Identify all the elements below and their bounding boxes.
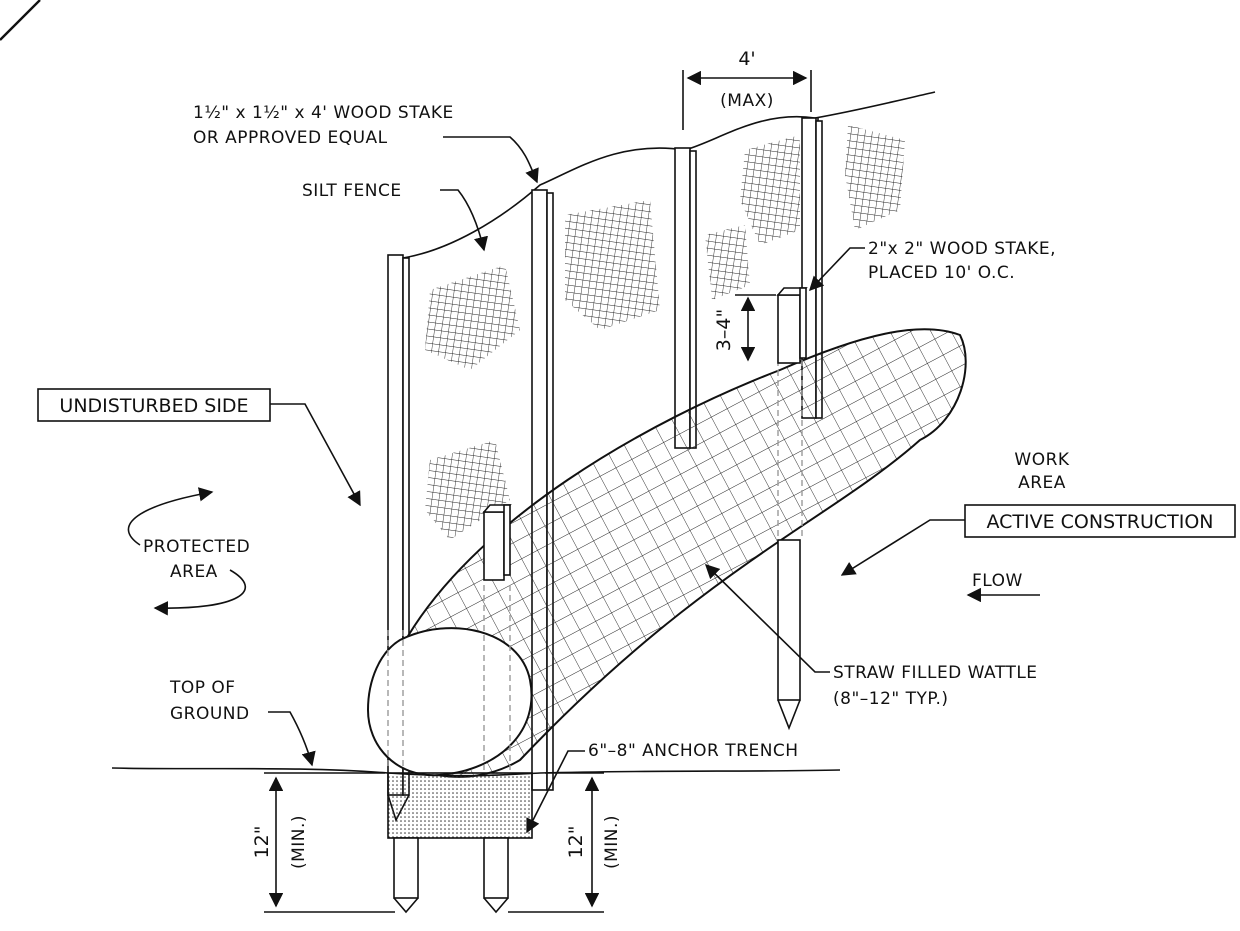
buried-stake <box>393 837 419 914</box>
tall-wood-stake <box>674 147 697 449</box>
active-construction-arrow <box>840 519 965 576</box>
silt-fence-label: SILT FENCE <box>302 181 402 201</box>
top-of-ground-leader <box>268 711 316 767</box>
wattle-label-line2: (8"–12" TYP.) <box>833 689 949 709</box>
silt-fence-mesh-patch <box>425 265 520 370</box>
protected-area-label-line1: PROTECTED <box>143 537 250 557</box>
tall-wood-stake-lower <box>777 539 801 731</box>
buried-stake <box>483 837 509 914</box>
silt-fence-mesh-patch <box>425 440 510 540</box>
wood-stake-small-leader <box>809 247 865 292</box>
silt-fence-mesh-patch <box>740 135 800 245</box>
silt-fence-mesh-patch <box>565 200 660 330</box>
spacing-value: 4' <box>738 48 755 70</box>
work-area-label-line2: AREA <box>1018 473 1066 493</box>
silt-fence-leader <box>440 189 488 252</box>
anchor-trench-leader <box>526 750 585 834</box>
wattle-label-line1: STRAW FILLED WATTLE <box>833 663 1038 683</box>
active-construction-label: ACTIVE CONSTRUCTION <box>986 511 1213 533</box>
wood-stake-large-leader <box>443 136 539 184</box>
protected-area-arrow-bottom <box>153 569 247 616</box>
spacing-note: (MAX) <box>720 91 774 111</box>
depth-left-note: (MIN.) <box>289 815 309 869</box>
depth-right-value: 12" <box>565 826 587 859</box>
top-of-ground-label-line2: GROUND <box>170 704 250 724</box>
wood-stake-large-label-line1: 1½" x 1½" x 4' WOOD STAKE <box>193 103 454 123</box>
depth-right-note: (MIN.) <box>602 815 622 869</box>
silt-fence-mesh-patch <box>705 225 750 300</box>
hidden-stake-lines <box>387 360 803 770</box>
small-wood-stake-front <box>482 504 512 581</box>
stake-height-value: 3–4" <box>713 309 735 351</box>
stake-height-dimension <box>735 294 776 362</box>
undisturbed-side-label: UNDISTURBED SIDE <box>59 395 248 417</box>
straw-wattle-end <box>366 627 533 777</box>
protected-area-arrow-top <box>127 487 214 546</box>
protected-area-label-line2: AREA <box>170 562 218 582</box>
depth-left-value: 12" <box>251 826 273 859</box>
anchor-trench <box>387 772 533 839</box>
work-area-label-line1: WORK <box>1014 450 1070 470</box>
flow-label: FLOW <box>972 571 1023 591</box>
undisturbed-side-box <box>37 388 271 422</box>
spacing-dimension <box>682 70 812 130</box>
undisturbed-side-arrow <box>270 403 361 507</box>
wattle-leader <box>704 563 830 673</box>
depth-dimension-right <box>508 772 604 913</box>
wood-stake-small-label-line2: PLACED 10' O.C. <box>868 263 1015 283</box>
top-of-ground-label-line1: TOP OF <box>169 678 236 698</box>
top-of-ground-line <box>111 767 841 777</box>
depth-dimension-left <box>264 772 395 913</box>
small-wood-stake-rear <box>776 287 808 364</box>
wood-stake-large-label-line2: OR APPROVED EQUAL <box>193 128 388 148</box>
active-construction-box <box>964 504 1236 538</box>
anchor-trench-label: 6"–8" ANCHOR TRENCH <box>588 741 799 761</box>
wood-stake-small-label-line1: 2"x 2" WOOD STAKE, <box>868 239 1056 259</box>
corner-border-line <box>0 0 41 41</box>
silt-fence-mesh-patch <box>845 125 905 230</box>
